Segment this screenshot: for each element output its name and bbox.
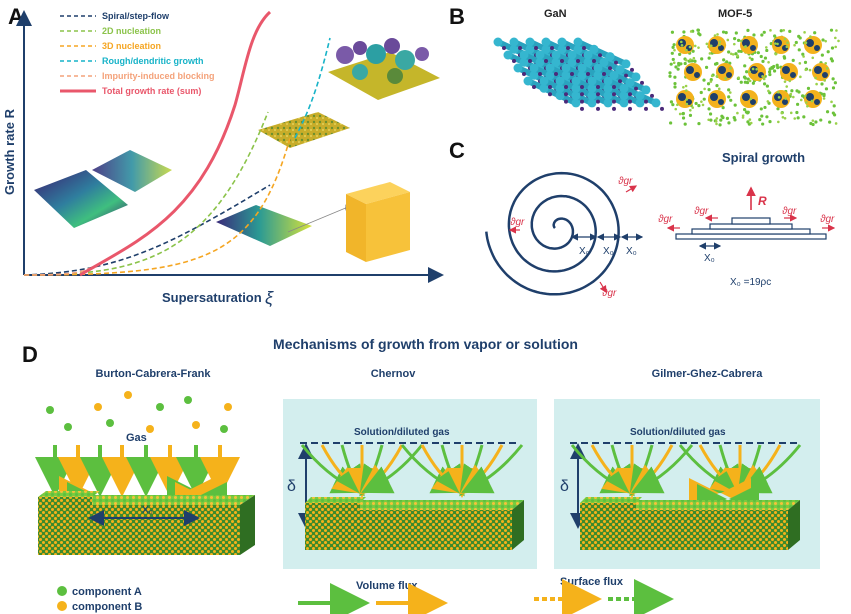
surface-pyramid-image — [34, 150, 172, 228]
side-x0-label: X₀ — [704, 253, 715, 264]
component-b-label: component B — [72, 601, 142, 613]
ggc-medium-label: Solution/diluted gas — [630, 427, 726, 438]
velocity-label-left: ϑgr — [510, 217, 525, 228]
side-velocity-1: ϑgr — [694, 206, 709, 217]
legend-label-2: 3D nucleation — [102, 41, 161, 51]
volume-flux-label: Volume flux — [356, 580, 418, 592]
panel-d-title: Mechanisms of growth from vapor or solut… — [273, 336, 578, 352]
chernov-crystal — [305, 497, 524, 550]
curve-spiral-step-flow — [23, 184, 271, 276]
chernov-delta: δ — [287, 478, 296, 495]
x0-label-3: X₀ — [626, 246, 637, 257]
dendrite-image — [328, 38, 440, 100]
rate-r-label: R — [758, 194, 767, 208]
spiral-growth-title: Spiral growth — [722, 150, 806, 165]
x0-relation: X₀ =19ρc — [730, 277, 771, 288]
panel-b-label: B — [449, 4, 465, 29]
velocity-label-top: ϑgr — [618, 176, 633, 187]
panel-a-plot: Spiral/step-flow 2D nucleation 3D nucleati… — [2, 10, 444, 308]
component-b-marker — [57, 601, 67, 611]
side-velocity-4: ϑgr — [820, 214, 835, 225]
bcf-flux-arrows — [35, 445, 240, 512]
ggc-title: Gilmer-Ghez-Cabrera — [651, 368, 763, 380]
curve-3d-nucleation — [23, 137, 291, 276]
panel-c-diagram: X₀ X₀ X₀ ϑgr ϑgr ϑgr R ϑgr ϑgr ϑgr ϑgr X… — [485, 171, 836, 299]
x-axis-label: Supersaturation — [162, 290, 262, 305]
spiral-side-view — [675, 217, 827, 240]
side-velocity-3: ϑgr — [782, 206, 797, 217]
surface-flux-label: Surface flux — [560, 576, 624, 588]
curve-impurity-induced-blocking — [23, 267, 91, 276]
panel-b-structures — [493, 28, 840, 127]
chernov-medium-label: Solution/diluted gas — [354, 427, 450, 438]
surface-rough-image — [258, 112, 350, 148]
bcf-x0-label: X₀ — [142, 505, 153, 516]
panel-d-label: D — [22, 342, 38, 367]
bcf-crystal — [38, 491, 255, 555]
velocity-label-bottom: ϑgr — [602, 288, 617, 299]
mof5-title: MOF-5 — [718, 8, 753, 20]
legend-label-5: Total growth rate (sum) — [102, 86, 201, 96]
x0-label-2: X₀ — [603, 246, 614, 257]
legend-label-4: Impurity-induced blocking — [102, 71, 215, 81]
mof5-structure — [668, 28, 840, 127]
legend-label-3: Rough/dendritic growth — [102, 56, 204, 66]
x-axis-symbol: ξ — [265, 288, 274, 308]
ggc-flux-arcs — [570, 444, 802, 514]
chernov-flux-arcs — [300, 444, 524, 498]
chernov-title: Chernov — [370, 368, 416, 380]
spiral-step — [485, 171, 620, 296]
panel-c-label: C — [449, 138, 465, 163]
legend-label-1: 2D nucleation — [102, 26, 161, 36]
side-velocity-2: ϑgr — [658, 214, 673, 225]
bcf-gas-particles — [46, 391, 232, 433]
component-a-marker — [57, 586, 67, 596]
x0-label-1: X₀ — [579, 246, 590, 257]
legend-label-0: Spiral/step-flow — [102, 11, 170, 21]
gan-structure — [493, 37, 664, 111]
bcf-gas-label: Gas — [126, 432, 147, 444]
bcf-title: Burton-Cabrera-Frank — [95, 368, 211, 380]
curve-total-growth-rate-sum- — [79, 10, 272, 277]
panel-d-diagram: Gas X₀ Solution/diluted gas δ Solution/d… — [35, 391, 820, 614]
component-a-label: component A — [72, 586, 142, 598]
ggc-delta: δ — [560, 478, 569, 495]
ggc-crystal — [580, 497, 800, 550]
gan-title: GaN — [544, 8, 567, 20]
step-surface-image — [216, 204, 352, 246]
y-axis-label: Growth rate R — [2, 108, 17, 195]
cube-image — [346, 182, 410, 262]
